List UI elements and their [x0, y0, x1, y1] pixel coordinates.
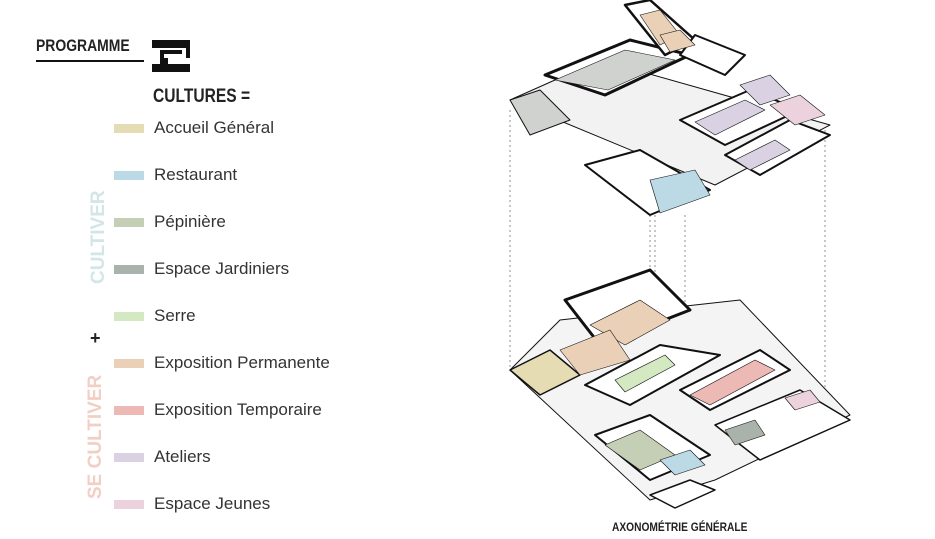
legend-label: Espace Jeunes: [154, 494, 271, 513]
legend-swatch: [114, 170, 144, 180]
upper-floor: [509, 0, 831, 216]
legend-swatch: [114, 499, 144, 509]
legend-swatch: [114, 405, 144, 415]
legend-item: Espace Jeunes: [114, 492, 270, 516]
legend-label: Serre: [154, 306, 196, 325]
plus-sign: +: [90, 328, 101, 348]
legend-label: Exposition Temporaire: [154, 400, 322, 419]
legend-label: Exposition Permanente: [154, 353, 330, 372]
legend-label: Espace Jardiniers: [154, 259, 290, 278]
legend-item: Restaurant: [114, 163, 237, 187]
legend-item: Exposition Permanente: [114, 351, 330, 375]
programme-title: PROGRAMME: [36, 36, 130, 55]
cultiver-label: CULTIVER: [88, 190, 109, 284]
legend-item: Exposition Temporaire: [114, 398, 322, 422]
legend-swatch: [114, 452, 144, 462]
legend-label: Restaurant: [154, 165, 238, 184]
se-cultiver-label: SE CULTIVER: [85, 374, 106, 499]
legend-label: Accueil Général: [154, 118, 275, 137]
logo-icon: [152, 40, 190, 72]
lower-floor: [509, 268, 851, 509]
legend-swatch: [114, 217, 144, 227]
legend-swatch: [114, 123, 144, 133]
legend-swatch: [114, 311, 144, 321]
legend-label: Pépinière: [154, 212, 226, 231]
legend-label: Ateliers: [154, 447, 211, 466]
legend-swatch: [114, 358, 144, 368]
legend-item: Accueil Général: [114, 116, 274, 140]
legend-swatch: [114, 264, 144, 274]
legend-item: Ateliers: [114, 445, 211, 469]
legend-item: Espace Jardiniers: [114, 257, 289, 281]
axonometric-diagram: [509, 0, 851, 509]
diagram-caption: AXONOMÉTRIE GÉNÉRALE: [612, 520, 748, 534]
cultures-title: CULTURES =: [153, 86, 251, 107]
programme-rule: [36, 60, 144, 62]
legend-item: Serre: [114, 304, 196, 328]
legend-item: Pépinière: [114, 210, 226, 234]
